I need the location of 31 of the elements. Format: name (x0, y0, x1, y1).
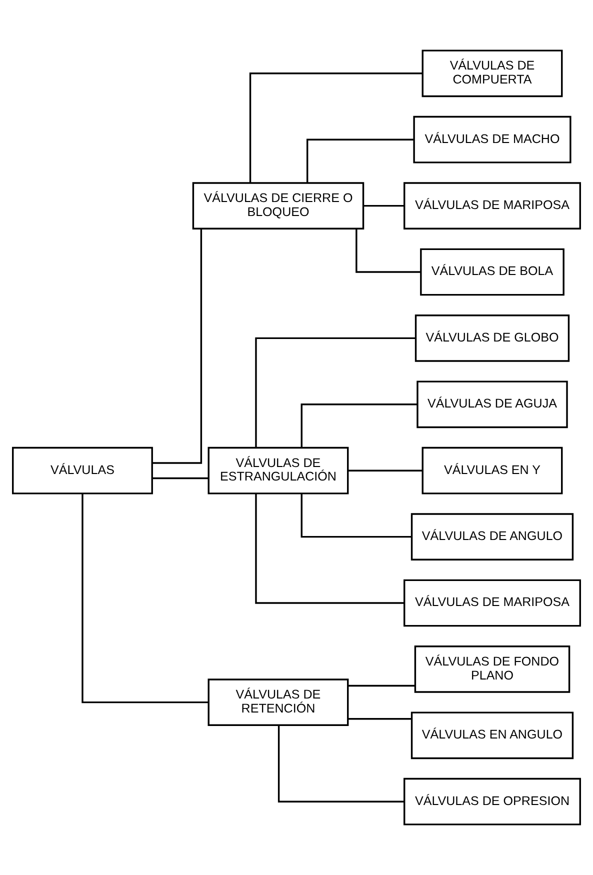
node-box: VÁLVULAS EN ANGULO (410, 712, 574, 760)
node-box: VÁLVULAS DE MARIPOSA (404, 182, 581, 230)
node-box: VÁLVULAS DE GLOBO (414, 314, 570, 362)
connector (356, 228, 421, 273)
node-box: VÁLVULAS DE MACHO (413, 116, 572, 164)
node-box: VÁLVULAS EN Y (422, 446, 563, 494)
connector (348, 718, 412, 720)
connector (306, 138, 414, 183)
node-box: VÁLVULAS DE ESTRANGULACIÓN (208, 446, 349, 494)
node-box: VÁLVULAS DE RETENCIÓN (208, 678, 349, 726)
connector (348, 684, 416, 687)
node-box: VÁLVULAS DE MARIPOSA (404, 579, 581, 627)
connector (255, 337, 416, 448)
connector (255, 494, 404, 604)
node-box: VÁLVULAS (12, 446, 153, 494)
node-box: VÁLVULAS DE AGUJA (416, 380, 568, 428)
connector (363, 204, 404, 207)
node-box: VÁLVULAS DE CIERRE O BLOQUEO (192, 182, 364, 230)
node-box: VÁLVULAS DE COMPUERTA (422, 50, 563, 98)
node-box: VÁLVULAS DE FONDO PLANO (414, 646, 570, 693)
connector (249, 72, 423, 183)
connector (348, 470, 423, 472)
connector (152, 477, 209, 480)
connector (278, 725, 404, 802)
connector (300, 494, 412, 538)
node-box: VÁLVULAS DE ANGULO (410, 513, 574, 560)
connector (82, 494, 208, 704)
node-box: VÁLVULAS DE OPRESION (404, 778, 581, 826)
connector (152, 229, 202, 464)
node-box: VÁLVULAS DE BOLA (420, 248, 564, 296)
connector (300, 404, 418, 448)
